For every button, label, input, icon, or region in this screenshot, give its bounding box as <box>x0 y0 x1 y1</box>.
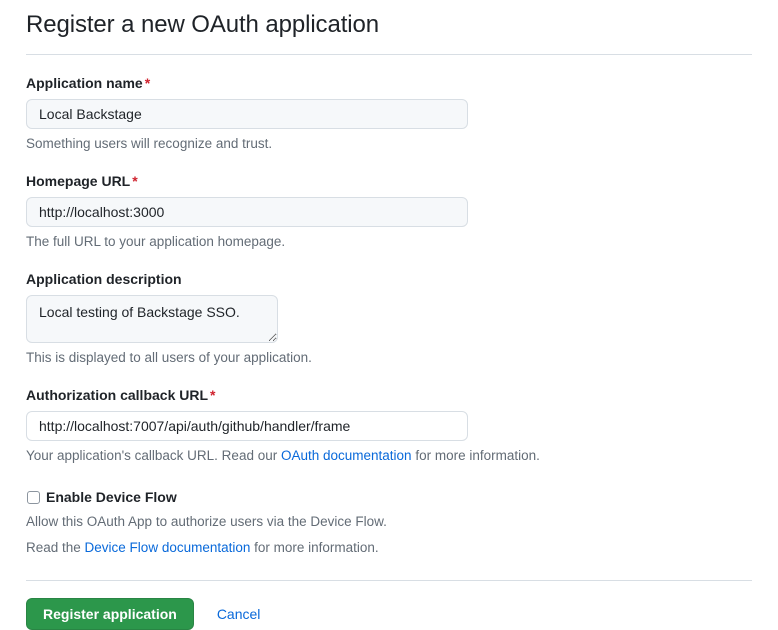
application-name-input[interactable] <box>26 99 468 129</box>
application-description-label-text: Application description <box>26 271 182 287</box>
oauth-documentation-link[interactable]: OAuth documentation <box>280 448 412 463</box>
application-description-note: This is displayed to all users of your a… <box>26 350 312 365</box>
application-description-label: Application description <box>26 271 752 288</box>
form-actions: Register application Cancel <box>26 598 752 630</box>
required-asterisk: * <box>144 75 151 91</box>
application-name-note: Something users will recognize and trust… <box>26 136 273 151</box>
field-authorization-callback-url: Authorization callback URL* Your applica… <box>26 387 752 465</box>
device-flow-section: Enable Device Flow Allow this OAuth App … <box>26 489 752 558</box>
page-title: Register a new OAuth application <box>26 11 380 38</box>
cancel-link[interactable]: Cancel <box>216 606 261 622</box>
device-flow-note-suffix: for more information. <box>250 540 379 555</box>
field-homepage-url: Homepage URL* The full URL to your appli… <box>26 173 752 251</box>
register-application-button[interactable]: Register application <box>26 598 194 630</box>
homepage-url-label: Homepage URL* <box>26 173 752 190</box>
device-flow-note-prefix: Read the <box>26 540 85 555</box>
enable-device-flow-row[interactable]: Enable Device Flow <box>26 489 752 506</box>
callback-url-note: Your application's callback URL. Read ou… <box>26 447 752 465</box>
title-divider <box>26 54 752 55</box>
required-asterisk: * <box>210 387 216 403</box>
application-description-textarea[interactable]: Local testing of Backstage SSO. <box>26 295 278 343</box>
enable-device-flow-label[interactable]: Enable Device Flow <box>46 489 177 505</box>
callback-url-input[interactable] <box>26 411 468 441</box>
device-flow-note-line-1: Allow this OAuth App to authorize users … <box>26 514 387 529</box>
actions-divider <box>26 580 752 581</box>
device-flow-note-line-2: Read the Device Flow documentation for m… <box>26 537 752 558</box>
callback-url-label: Authorization callback URL* <box>26 387 752 404</box>
homepage-url-input[interactable] <box>26 197 468 227</box>
callback-url-note-prefix: Your application's callback URL. Read ou… <box>26 448 281 463</box>
field-application-name: Application name* Something users will r… <box>26 75 752 153</box>
required-asterisk: * <box>132 173 138 189</box>
application-name-label-text: Application name <box>26 75 143 91</box>
device-flow-documentation-link[interactable]: Device Flow documentation <box>84 540 251 555</box>
callback-url-label-text: Authorization callback URL <box>26 387 209 403</box>
application-name-label: Application name* <box>26 75 752 92</box>
homepage-url-label-text: Homepage URL <box>26 173 131 189</box>
callback-url-note-suffix: for more information. <box>411 448 540 463</box>
homepage-url-note: The full URL to your application homepag… <box>26 234 286 249</box>
field-application-description: Application description Local testing of… <box>26 271 752 367</box>
enable-device-flow-checkbox[interactable] <box>27 491 40 504</box>
